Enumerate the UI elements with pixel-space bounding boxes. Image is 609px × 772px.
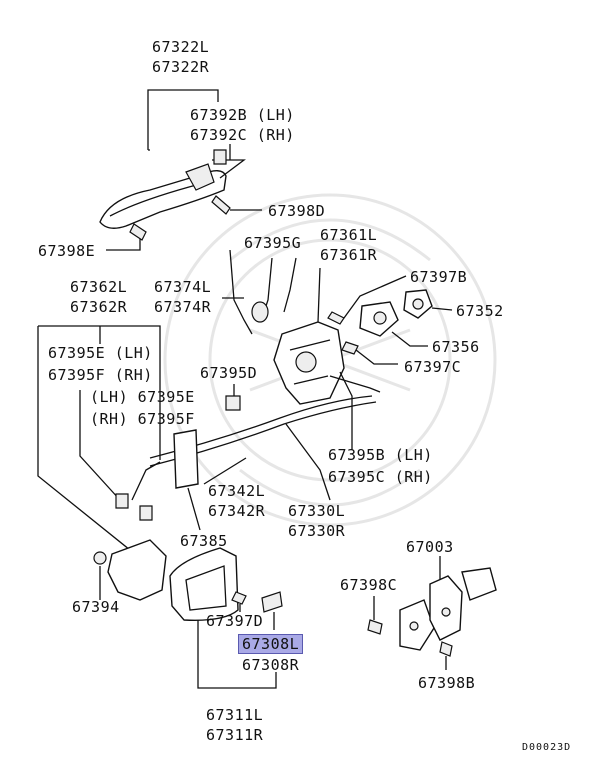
bolt-67398B [439, 641, 453, 657]
label-67398B[interactable]: 67398B [418, 674, 476, 692]
rod-67374 [229, 249, 253, 335]
clip-67395D [225, 395, 241, 411]
part-67392 [213, 149, 227, 165]
label-67395F-2[interactable]: (RH) 67395F [90, 410, 195, 428]
label-67394[interactable]: 67394 [72, 598, 120, 616]
label-67397D[interactable]: 67397D [206, 612, 264, 630]
protector-67385 [173, 429, 199, 489]
label-67311R[interactable]: 67311R [206, 726, 264, 744]
screw-67397C [341, 341, 359, 355]
label-67395E-2[interactable]: (LH) 67395E [90, 388, 195, 406]
label-67385[interactable]: 67385 [180, 532, 228, 550]
door-hinge [399, 567, 497, 651]
screw-67398D [211, 195, 231, 215]
label-67311L[interactable]: 67311L [206, 706, 264, 724]
leader-67397C [355, 349, 398, 365]
leader-67395E [79, 390, 121, 501]
label-67395D[interactable]: 67395D [200, 364, 258, 382]
clip-67395F [139, 505, 153, 521]
leader-67398E [106, 236, 141, 251]
rod-lower [131, 461, 161, 501]
screw-67397D [231, 591, 247, 605]
label-67352[interactable]: 67352 [456, 302, 504, 320]
leader-67322 [147, 89, 219, 151]
leader-67361 [317, 267, 321, 323]
label-67397B[interactable]: 67397B [410, 268, 468, 286]
link-rod-upper [329, 375, 381, 393]
leader-67397B [343, 275, 407, 319]
leader-67385 [187, 487, 201, 531]
label-67361L[interactable]: 67361L [320, 226, 378, 244]
label-67322L[interactable]: 67322L [152, 38, 210, 56]
striker-bolt [373, 311, 387, 325]
shim-hole [412, 298, 424, 310]
label-67362R[interactable]: 67362R [70, 298, 128, 316]
leader-67330 [285, 423, 331, 501]
label-67374R[interactable]: 67374R [154, 298, 212, 316]
label-67330L[interactable]: 67330L [288, 502, 346, 520]
diagram-code: D00023D [522, 742, 572, 753]
label-67395C[interactable]: 67395C (RH) [328, 468, 433, 486]
label-67395F[interactable]: 67395F (RH) [48, 366, 153, 384]
label-67397C[interactable]: 67397C [404, 358, 462, 376]
label-67322R[interactable]: 67322R [152, 58, 210, 76]
label-67342R[interactable]: 67342R [208, 502, 266, 520]
label-67361R[interactable]: 67361R [320, 246, 378, 264]
leader-67352 [431, 307, 453, 311]
label-67398C[interactable]: 67398C [340, 576, 398, 594]
outside-handle [99, 163, 227, 229]
leader-67356 [391, 331, 428, 347]
label-67395B[interactable]: 67395B (LH) [328, 446, 433, 464]
leader-67342 [203, 457, 247, 485]
clip-67395G [251, 301, 269, 323]
rod-upper [283, 257, 297, 313]
label-67342L[interactable]: 67342L [208, 482, 266, 500]
label-67308R[interactable]: 67308R [242, 656, 300, 674]
leader-67395B [339, 371, 353, 450]
label-67356[interactable]: 67356 [432, 338, 480, 356]
clip-67395E [115, 493, 129, 509]
screw-67398E [129, 223, 147, 241]
bolt-67398C [367, 619, 383, 635]
label-67395G[interactable]: 67395G [244, 234, 302, 252]
label-67398D[interactable]: 67398D [268, 202, 326, 220]
label-67398E[interactable]: 67398E [38, 242, 96, 260]
screw-67397B [327, 311, 345, 325]
cover-67308 [261, 591, 283, 613]
watermark-emblem [163, 193, 497, 527]
label-67392C[interactable]: 67392C (RH) [190, 126, 295, 144]
label-67392B[interactable]: 67392B (LH) [190, 106, 295, 124]
label-67003[interactable]: 67003 [406, 538, 454, 556]
label-67308L-highlighted[interactable]: 67308L [238, 634, 304, 654]
bumper-67394 [93, 551, 107, 565]
label-67362L[interactable]: 67362L [70, 278, 128, 296]
door-latch [273, 321, 345, 405]
inside-handle-assembly [107, 539, 239, 621]
leader-67362 [37, 325, 161, 551]
label-67330R[interactable]: 67330R [288, 522, 346, 540]
leader-67311 [197, 620, 277, 689]
label-67374L[interactable]: 67374L [154, 278, 212, 296]
label-67395E[interactable]: 67395E (LH) [48, 344, 153, 362]
